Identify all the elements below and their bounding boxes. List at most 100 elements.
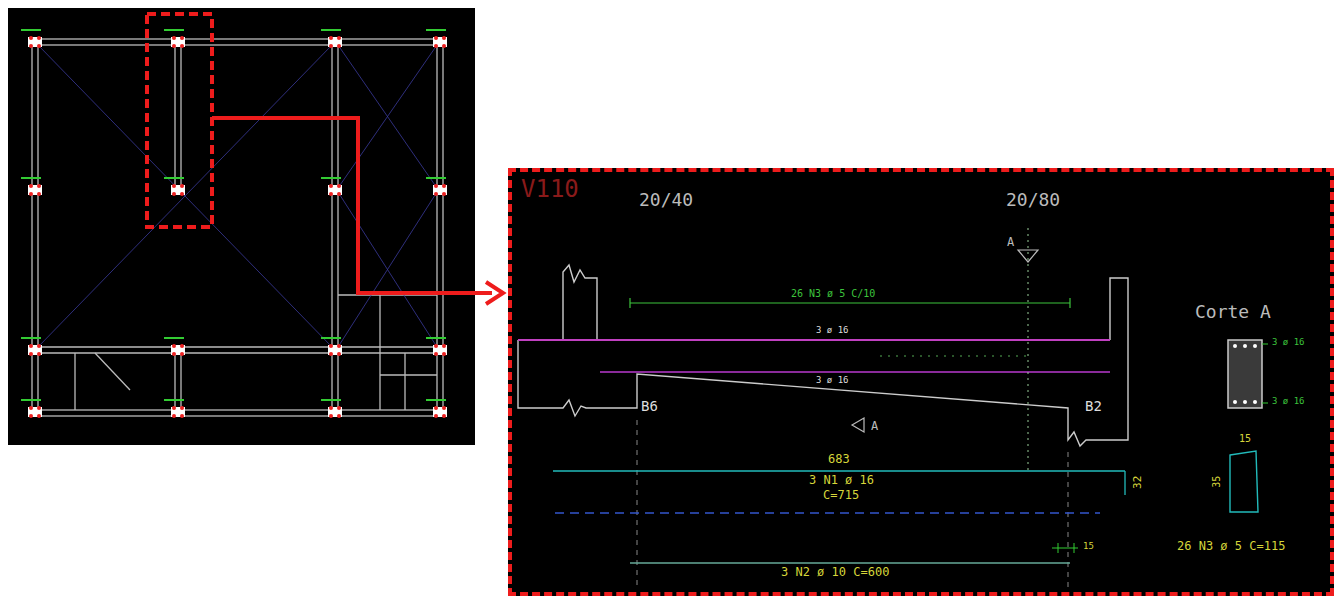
plan-slab-diagonals (38, 45, 437, 347)
pile (37, 44, 41, 48)
leader-lines (1262, 344, 1268, 403)
pillar (171, 345, 185, 355)
pile (180, 406, 184, 410)
pile (37, 414, 41, 418)
rebar-callout: 3 N2 ø 10 C=600 (780, 566, 890, 580)
pile (180, 184, 184, 188)
pile (442, 414, 446, 418)
stirrup-callout: 26 N3 ø 5 C=115 (1176, 540, 1286, 554)
pile (172, 184, 176, 188)
pile (180, 44, 184, 48)
pile (442, 344, 446, 348)
rebar-callout: 3 N1 ø 16 (808, 474, 875, 488)
section-size: 20/40 (638, 190, 694, 211)
pillar (28, 407, 42, 417)
bottom-rebar (600, 371, 1110, 373)
pillar (433, 407, 447, 417)
plan-ground (8, 8, 475, 445)
dimension: 15 (1238, 433, 1252, 445)
pile (329, 192, 333, 196)
pile (29, 44, 33, 48)
pile (434, 36, 438, 40)
pile (329, 344, 333, 348)
rebar-callout: 3 ø 16 (815, 375, 850, 385)
pile (29, 36, 33, 40)
pile (29, 344, 33, 348)
pillar-tag (426, 29, 446, 31)
arrow-head (486, 282, 503, 304)
pillar-tag (321, 177, 341, 179)
pile (337, 344, 341, 348)
pillar-tag (21, 337, 41, 339)
pile (29, 406, 33, 410)
pile (337, 414, 341, 418)
pile (37, 192, 41, 196)
support-name: B2 (1084, 398, 1103, 414)
section-title: Corte A (1194, 302, 1272, 323)
dimension: 683 (827, 453, 851, 467)
pile (442, 44, 446, 48)
pillar (433, 37, 447, 47)
top-rebar (518, 339, 1110, 341)
section-line (1028, 228, 1029, 470)
pile (172, 344, 176, 348)
pillar-tag (426, 177, 446, 179)
pile (337, 192, 341, 196)
dimension: 35 (1211, 475, 1223, 489)
rebar-n2 (630, 562, 1070, 563)
stirrup-shape (1230, 451, 1258, 512)
pillar (171, 37, 185, 47)
pile (172, 192, 176, 196)
pillar-tag (164, 29, 184, 31)
pile (329, 406, 333, 410)
dim-15 (1052, 543, 1078, 553)
pile (180, 192, 184, 196)
plan-beams (32, 39, 443, 416)
detail-marker (147, 14, 212, 227)
pile (442, 192, 446, 196)
pillar-tag (164, 399, 184, 401)
pillar-tag (164, 177, 184, 179)
pile (172, 406, 176, 410)
pile (180, 414, 184, 418)
pillar-symbols (21, 30, 447, 418)
pile (172, 352, 176, 356)
pile (180, 36, 184, 40)
pillar-tag (321, 337, 341, 339)
pile (434, 406, 438, 410)
stirrup-line (630, 298, 1070, 308)
pile (29, 352, 33, 356)
pile (442, 184, 446, 188)
pile (434, 44, 438, 48)
detail-arrow (212, 118, 492, 293)
dimension: 32 (1132, 475, 1145, 490)
pile (434, 184, 438, 188)
pillar-tag (321, 399, 341, 401)
pile (172, 36, 176, 40)
stirrup-callout: 26 N3 ø 5 C/10 (790, 288, 876, 300)
detail-ground (508, 168, 1334, 596)
pillar-tag (21, 399, 41, 401)
pillar (28, 37, 42, 47)
pile (180, 352, 184, 356)
section-markers (852, 250, 1038, 432)
pile (337, 36, 341, 40)
rebar-dashed (555, 512, 1100, 513)
pillar-tag (426, 337, 446, 339)
pile (329, 184, 333, 188)
pile (442, 352, 446, 356)
support-axes (637, 420, 1068, 590)
pile (172, 414, 176, 418)
pile (37, 352, 41, 356)
pillar (328, 185, 342, 195)
pile (434, 192, 438, 196)
rebar-callout: 3 ø 16 (1271, 337, 1306, 347)
pile (172, 44, 176, 48)
pile (29, 192, 33, 196)
rebar-length: C=715 (822, 489, 860, 503)
pillar (328, 37, 342, 47)
pillar (328, 345, 342, 355)
pillar-tag (426, 399, 446, 401)
dimension: 15 (1082, 541, 1095, 551)
